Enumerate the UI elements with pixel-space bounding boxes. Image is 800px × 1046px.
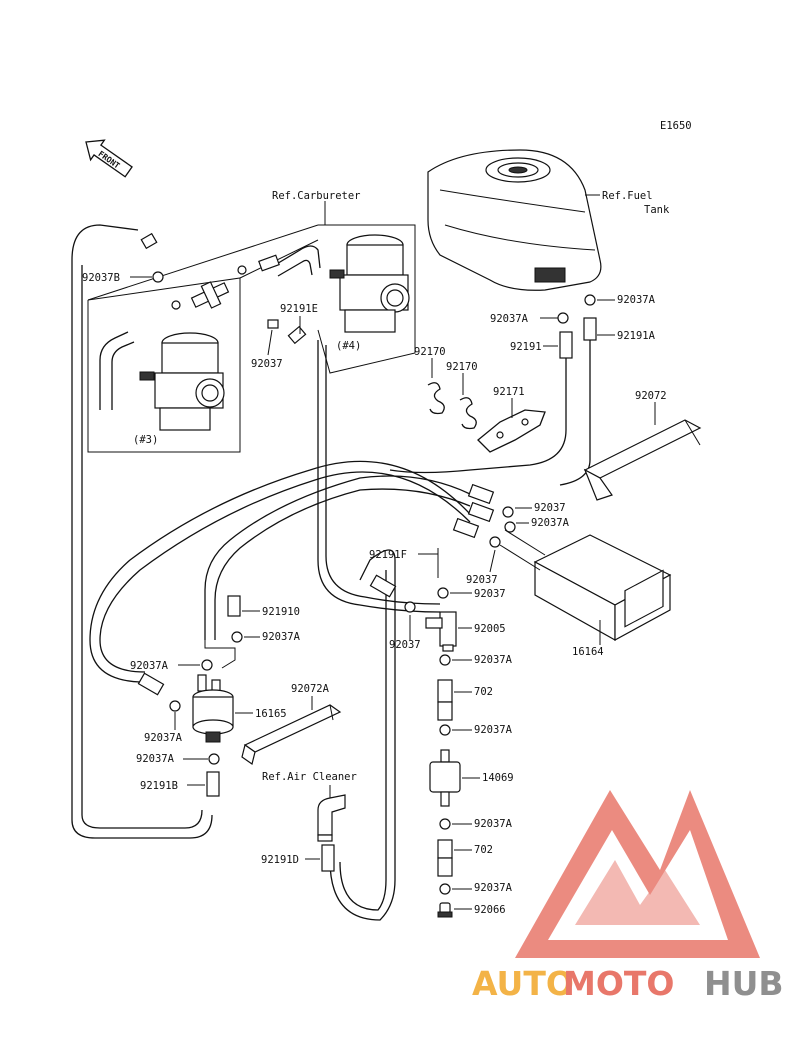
part-92170-a: 92170 bbox=[414, 346, 446, 358]
part-92072A: 92072A bbox=[291, 683, 330, 695]
bracket-92072 bbox=[583, 419, 702, 501]
part-92037A-r3: 92037A bbox=[474, 818, 513, 830]
part-92037A-left4: 92037A bbox=[136, 753, 175, 765]
bracket-92072A bbox=[241, 704, 342, 765]
canister-16164 bbox=[499, 529, 672, 642]
hose-92191B bbox=[206, 771, 220, 797]
hose-left-connector bbox=[137, 672, 165, 696]
carb-4-label: (#4) bbox=[336, 340, 361, 352]
front-arrow-icon: FRONT bbox=[85, 139, 133, 178]
valve-92005 bbox=[425, 611, 457, 652]
hose-92191A bbox=[583, 317, 597, 341]
clamp-icon bbox=[584, 294, 596, 306]
clamp-icon bbox=[169, 700, 181, 712]
automotohub-logo bbox=[515, 790, 760, 958]
part-702-b: 702 bbox=[474, 844, 493, 856]
part-92037A-r4: 92037A bbox=[474, 882, 513, 894]
hose-702-a bbox=[437, 679, 453, 703]
clamp-icon bbox=[439, 883, 451, 895]
hose-92191 bbox=[559, 331, 573, 359]
clamp-icon bbox=[557, 312, 569, 324]
clip-92170-a bbox=[427, 382, 445, 415]
clamp-icon bbox=[437, 587, 449, 599]
clamp-icon bbox=[439, 654, 451, 666]
hose-702-b-lower bbox=[437, 857, 453, 877]
clip-92170-b bbox=[459, 397, 477, 430]
part-92191A: 92191A bbox=[617, 330, 656, 342]
ref-fuel-tank-label-2: Tank bbox=[644, 204, 670, 216]
part-702-a: 702 bbox=[474, 686, 493, 698]
part-92037A-left2: 92037A bbox=[130, 660, 169, 672]
diagram-code: E1650 bbox=[660, 120, 692, 132]
hose-92191D bbox=[321, 844, 335, 872]
clamp-icon bbox=[152, 271, 164, 283]
part-92037-lower: 92037 bbox=[466, 574, 498, 586]
part-921910: 921910 bbox=[262, 606, 300, 618]
part-92037A-mid: 92037A bbox=[531, 517, 570, 529]
gasket-92171 bbox=[477, 409, 546, 453]
part-92170-b: 92170 bbox=[446, 361, 478, 373]
watermark-auto: AUTO bbox=[472, 964, 574, 1003]
filter-14069 bbox=[429, 749, 461, 807]
clamp-icon bbox=[208, 753, 220, 765]
carburetor-4 bbox=[329, 234, 410, 333]
clamp-icon bbox=[404, 601, 416, 613]
watermark-hub: HUB bbox=[704, 964, 784, 1003]
part-92037A-left1: 92037A bbox=[262, 631, 301, 643]
part-92037A-r1: 92037A bbox=[474, 654, 513, 666]
hose-921910 bbox=[227, 595, 241, 617]
part-16164: 16164 bbox=[572, 646, 604, 658]
part-92037A-left3: 92037A bbox=[144, 732, 183, 744]
clamp-icon bbox=[439, 724, 451, 736]
carb-3-label: (#3) bbox=[133, 434, 158, 446]
part-92191: 92191 bbox=[510, 341, 542, 353]
part-16165: 16165 bbox=[255, 708, 287, 720]
part-92037-valve: 92037 bbox=[389, 639, 421, 651]
watermark-moto: MOTO bbox=[563, 964, 674, 1003]
part-92037-mid: 92037 bbox=[534, 502, 566, 514]
part-92037A-tank: 92037A bbox=[617, 294, 656, 306]
part-92191F: 92191F bbox=[369, 549, 407, 561]
part-92191B: 92191B bbox=[140, 780, 178, 792]
part-14069: 14069 bbox=[482, 772, 514, 784]
ref-air-cleaner-label: Ref.Air Cleaner bbox=[262, 771, 357, 783]
hose-702-a-lower bbox=[437, 701, 453, 721]
hose-connectors-mid bbox=[452, 483, 516, 548]
main-fuel-hoses bbox=[71, 224, 471, 921]
part-92191E: 92191E bbox=[280, 303, 318, 315]
hose-92191F bbox=[369, 574, 397, 598]
part-92005: 92005 bbox=[474, 623, 506, 635]
clamp-icon bbox=[201, 659, 213, 671]
part-92072: 92072 bbox=[635, 390, 667, 402]
carb-hoses bbox=[99, 232, 321, 410]
hose-702-b bbox=[437, 839, 453, 859]
part-92191D: 92191D bbox=[261, 854, 299, 866]
carburetor-3 bbox=[139, 332, 225, 431]
air-cleaner-elbow bbox=[317, 794, 346, 842]
part-92066: 92066 bbox=[474, 904, 506, 916]
ref-fuel-tank-label-1: Ref.Fuel bbox=[602, 190, 653, 202]
carburetor-reference-frame bbox=[87, 201, 416, 453]
ref-carburetor-label: Ref.Carbureter bbox=[272, 190, 361, 202]
clamp-icon bbox=[439, 818, 451, 830]
fuel-pump-16165 bbox=[192, 674, 234, 743]
part-92037-f: 92037 bbox=[474, 588, 506, 600]
fuel-tank bbox=[427, 149, 602, 291]
part-92171: 92171 bbox=[493, 386, 525, 398]
part-92037-carb: 92037 bbox=[251, 358, 283, 370]
cap-92066 bbox=[437, 902, 453, 918]
part-92037B: 92037B bbox=[82, 272, 120, 284]
part-92037A-tank-left: 92037A bbox=[490, 313, 529, 325]
clamp-icon bbox=[231, 631, 243, 643]
part-92037A-r2: 92037A bbox=[474, 724, 513, 736]
